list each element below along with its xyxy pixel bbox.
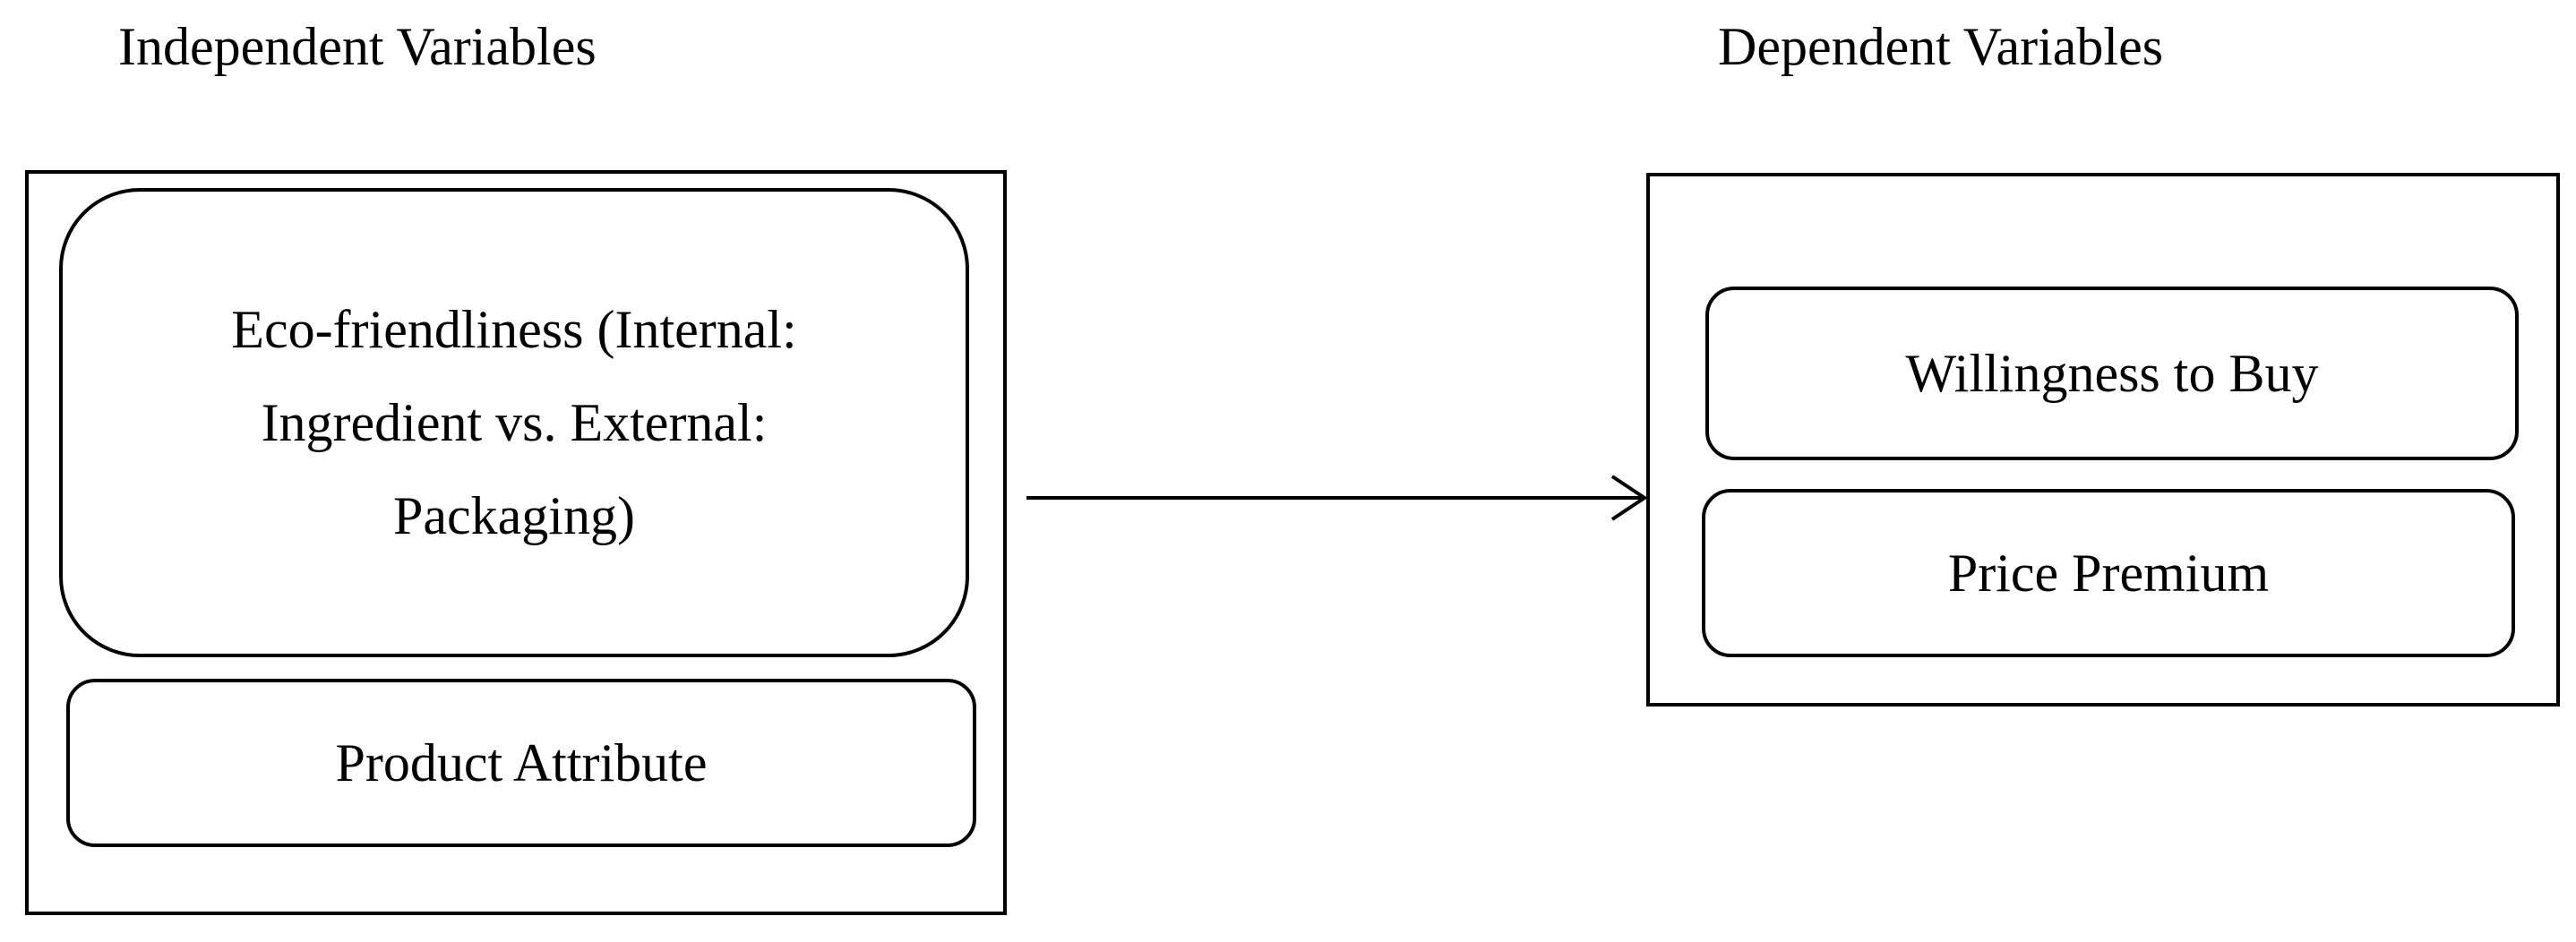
eco-friendliness-line-2: Ingredient vs. External: — [261, 393, 768, 452]
eco-friendliness-line-1: Eco-friendliness (Internal: — [231, 300, 797, 359]
willingness-to-buy-label: Willingness to Buy — [1905, 343, 2319, 403]
eco-friendliness-line-3: Packaging) — [393, 486, 635, 545]
dependent-variables-heading: Dependent Variables — [1718, 17, 2164, 76]
eco-friendliness-node: Eco-friendliness (Internal: Ingredient v… — [59, 188, 969, 657]
arrow-head — [1610, 475, 1648, 521]
willingness-to-buy-node: Willingness to Buy — [1705, 287, 2519, 460]
independent-variables-heading: Independent Variables — [118, 17, 597, 76]
price-premium-label: Price Premium — [1947, 543, 2270, 603]
product-attribute-label: Product Attribute — [335, 732, 708, 792]
eco-friendliness-label: Eco-friendliness (Internal: Ingredient v… — [231, 283, 796, 562]
price-premium-node: Price Premium — [1702, 489, 2515, 657]
product-attribute-node: Product Attribute — [66, 679, 976, 847]
